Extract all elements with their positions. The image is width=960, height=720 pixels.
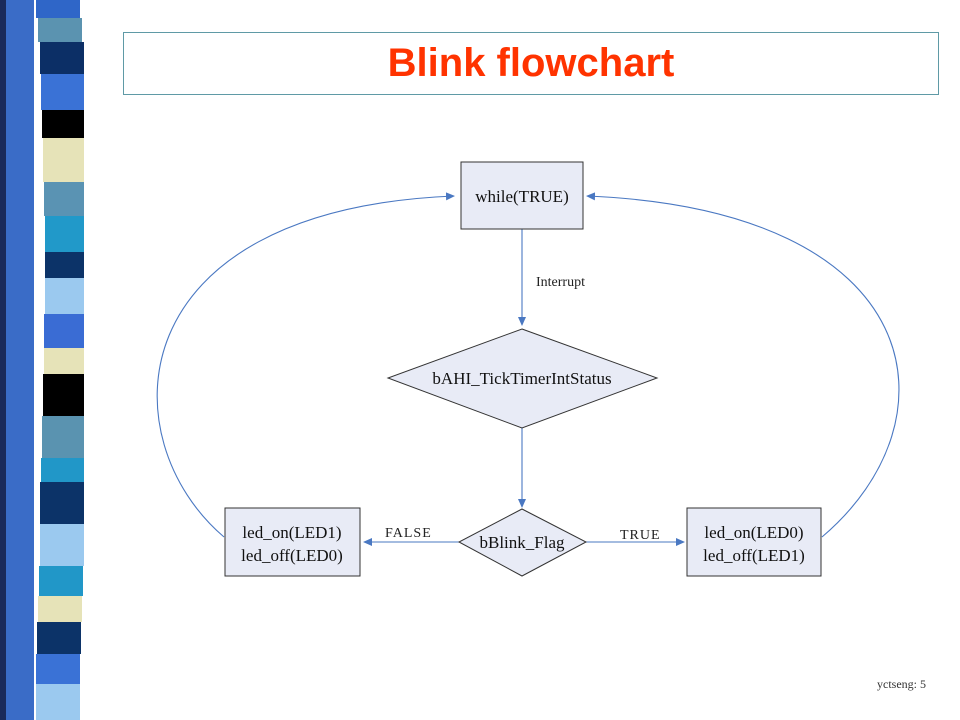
loop-back-right-arrow <box>586 192 900 538</box>
loop-back-left-arrow <box>156 192 455 538</box>
false-label: FALSE <box>385 526 432 541</box>
true-action-line1: led_on(LED0) <box>704 523 803 542</box>
tick-timer-decision <box>386 328 659 429</box>
true-label: TRUE <box>620 528 661 543</box>
blink-flag-label: bBlink_Flag <box>479 533 565 552</box>
while-loop-label: while(TRUE) <box>475 187 568 206</box>
false-action-node <box>224 507 361 577</box>
title-box: Blink flowchart <box>123 32 939 95</box>
false-action-line2: led_off(LED0) <box>241 546 343 565</box>
while-loop-node <box>460 161 584 230</box>
true-action-node <box>686 507 822 577</box>
slide-footer: yctseng: 5 <box>877 677 926 691</box>
tick-timer-label: bAHI_TickTimerIntStatus <box>432 369 611 388</box>
blink-flag-decision <box>457 508 588 577</box>
true-action-line2: led_off(LED1) <box>703 546 805 565</box>
sidebar-stripes <box>36 0 89 720</box>
decorative-sidebar <box>0 0 110 720</box>
interrupt-label: Interrupt <box>536 275 585 290</box>
false-action-line1: led_on(LED1) <box>242 523 341 542</box>
slide-title: Blink flowchart <box>387 41 675 85</box>
